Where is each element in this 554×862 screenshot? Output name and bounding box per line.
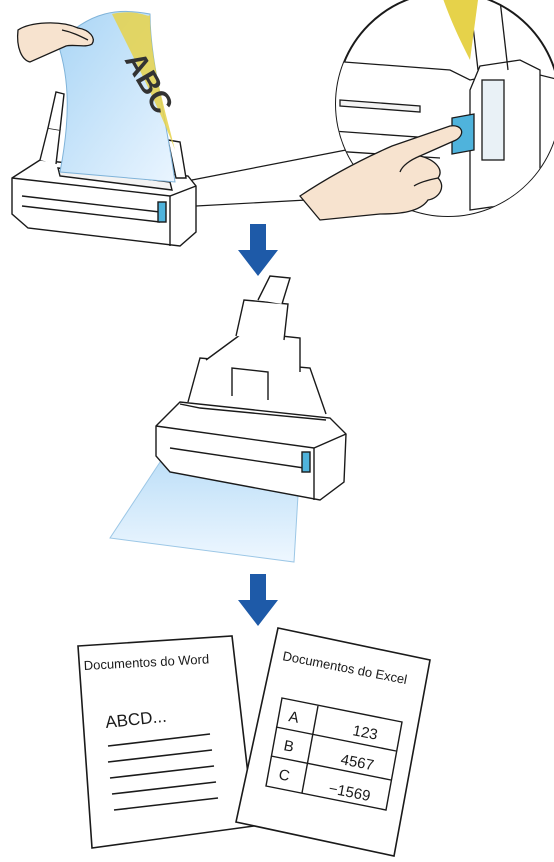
zoom-line-top (192, 150, 346, 180)
down-arrow-icon (238, 574, 278, 626)
scanner-icon (156, 276, 346, 500)
step1-group: ABC (12, 0, 554, 246)
down-arrow-icon (238, 224, 278, 276)
zoom-circle (300, 0, 554, 230)
word-document: Documentos do Word ABCD... (78, 636, 254, 848)
excel-document: Documentos do Excel A 123 B 4567 C −1569 (236, 628, 430, 856)
step2-group (110, 276, 346, 562)
